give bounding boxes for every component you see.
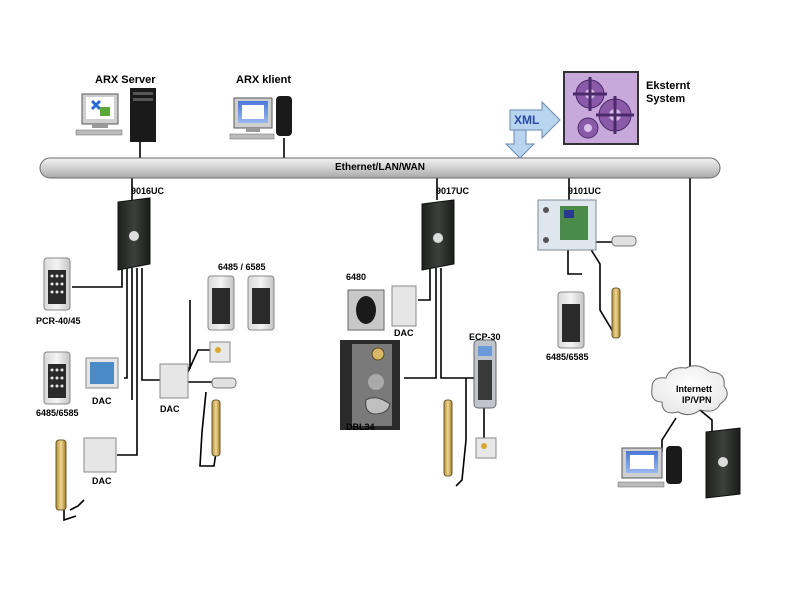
- label-bus: Ethernet/LAN/WAN: [335, 162, 425, 173]
- label-9017uc: 9017UC: [436, 186, 470, 196]
- label-ecp30: ECP-30: [469, 332, 501, 342]
- label-system: System: [646, 93, 686, 105]
- controller-9016uc-icon: [117, 197, 151, 271]
- controller-9101uc-icon: [537, 199, 597, 251]
- label-internett: Internett: [676, 384, 712, 394]
- keypad-top-1-icon: [207, 275, 235, 331]
- client-computer-icon: [229, 96, 292, 140]
- label-9016uc: 9016UC: [131, 186, 165, 196]
- label-arx-klient: ARX klient: [236, 74, 292, 86]
- keypad-dot-grid: [50, 274, 64, 388]
- label-dac-6480: DAC: [394, 328, 414, 338]
- reader-6480-icon: [347, 289, 385, 331]
- gears-icon: [563, 71, 639, 145]
- label-9101uc: 9101UC: [568, 186, 602, 196]
- keypad-right-icon: [557, 291, 585, 349]
- label-ip-vpn: IP/VPN: [682, 395, 712, 405]
- label-dbl34: DBL34: [346, 422, 375, 432]
- internet-client-icon: [617, 446, 682, 488]
- xml-arrow-icon: [504, 100, 561, 159]
- label-dac-mid: DAC: [160, 404, 180, 414]
- label-6485-left: 6485/6585: [36, 408, 79, 418]
- ethernet-bus: [39, 157, 721, 179]
- cables: [63, 138, 713, 522]
- label-6485-right: 6485/6585: [546, 352, 589, 362]
- internet-controller-icon: [705, 427, 741, 499]
- keypad-top-2-icon: [247, 275, 275, 331]
- door-bolt-icons: [211, 235, 637, 389]
- controller-9017uc-icon: [421, 199, 455, 271]
- server-computer-icon: [75, 88, 156, 142]
- label-dac-left-1: DAC: [92, 396, 112, 406]
- label-eksternt: Eksternt: [646, 80, 691, 92]
- label-6485-top: 6485 / 6585: [218, 262, 266, 272]
- dbl34-lock-icon: [340, 340, 400, 430]
- door-strike-icons: [55, 287, 621, 511]
- label-pcr: PCR-40/45: [36, 316, 81, 326]
- label-dac-left-2: DAC: [92, 476, 112, 486]
- internet-cloud-icon: [651, 365, 728, 416]
- label-arx-server: ARX Server: [95, 74, 156, 86]
- label-xml: XML: [514, 113, 540, 127]
- key-icons: [215, 347, 487, 449]
- label-6480: 6480: [346, 272, 367, 282]
- dac-board-icon: [90, 362, 114, 384]
- keypad-ecp30-icon: [473, 339, 497, 409]
